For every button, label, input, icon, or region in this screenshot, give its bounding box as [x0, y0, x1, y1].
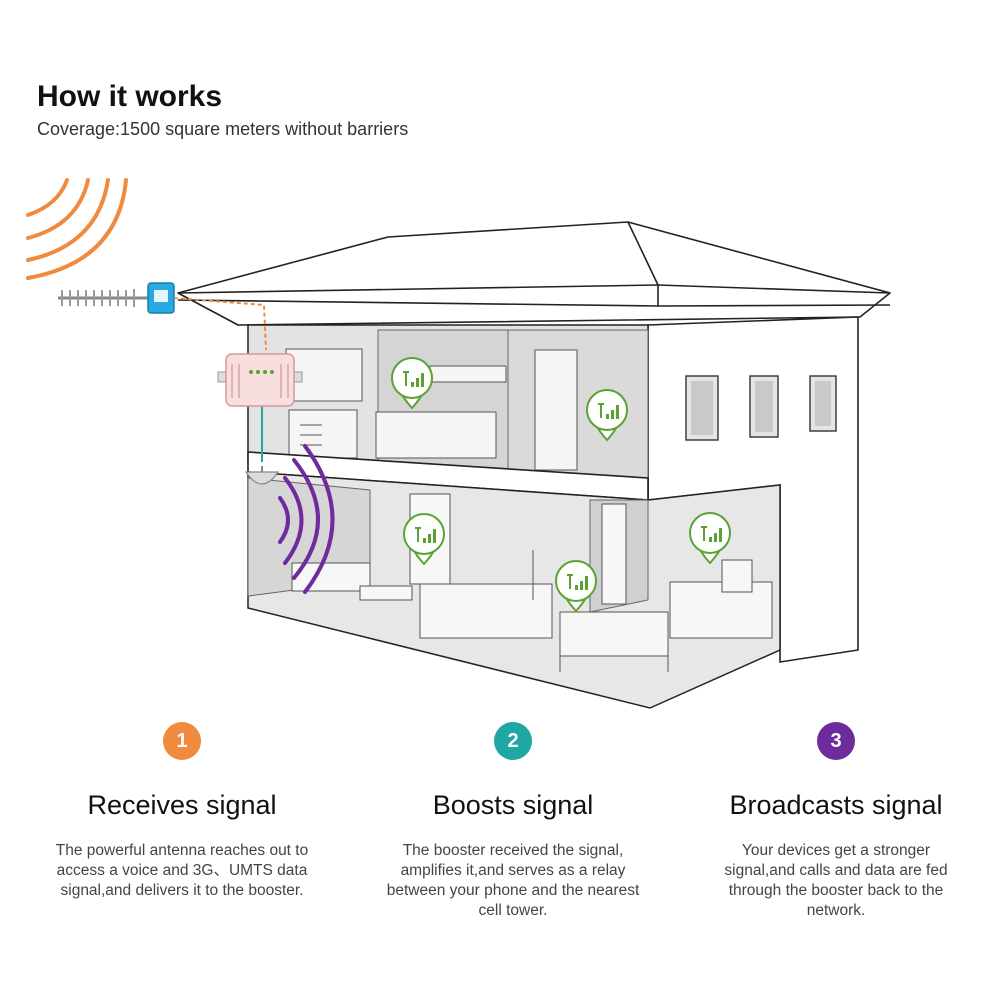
- step-number-badge: 3: [817, 722, 855, 760]
- step-boost: 2 Boosts signal The booster received the…: [363, 722, 663, 921]
- step-number-badge: 1: [163, 722, 201, 760]
- outdoor-signal-waves: [26, 178, 128, 280]
- step-receive: 1 Receives signal The powerful antenna r…: [32, 722, 332, 901]
- lower-floor: [247, 471, 781, 709]
- step-description: Your devices get a stronger signal,and c…: [724, 842, 948, 919]
- page-title: How it works: [37, 80, 223, 113]
- step-title: Receives signal: [87, 790, 277, 820]
- step-title: Broadcasts signal: [729, 790, 943, 820]
- step-description: The booster received the signal, amplifi…: [386, 842, 640, 919]
- step-description: The powerful antenna reaches out to acce…: [55, 842, 309, 899]
- outdoor-antenna-icon: [58, 282, 175, 314]
- step-number-badge: 2: [494, 722, 532, 760]
- house-exterior-wall: [647, 316, 859, 663]
- indoor-antenna-icon: [244, 466, 280, 485]
- coverage-subtitle: Coverage:1500 square meters without barr…: [37, 119, 409, 139]
- step-title: Boosts signal: [432, 790, 594, 820]
- house-roof: [177, 221, 891, 326]
- house-diagram: [26, 178, 891, 709]
- indoor-signal-waves: [278, 444, 335, 594]
- step-broadcast: 3 Broadcasts signal Your devices get a s…: [686, 722, 986, 921]
- signal-booster-icon: [217, 353, 303, 407]
- antenna-cable: [173, 297, 267, 351]
- upper-floor: [247, 324, 649, 501]
